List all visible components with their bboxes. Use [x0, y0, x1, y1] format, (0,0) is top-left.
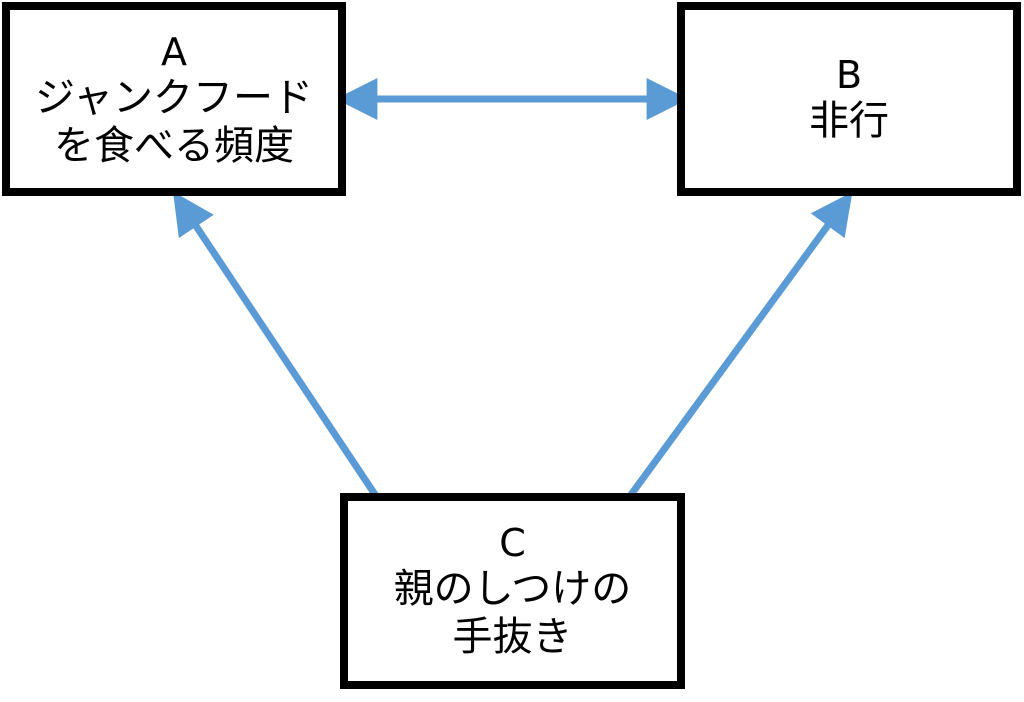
node-c-parenting-neglect: C 親のしつけの 手抜き: [340, 493, 685, 689]
node-b-delinquency: B 非行: [677, 2, 1021, 196]
node-b-line-1: 非行: [809, 98, 889, 144]
arrow-c-to-b: [627, 191, 853, 499]
node-a-line-2: を食べる頻度: [54, 123, 294, 169]
node-b-letter: B: [835, 53, 863, 97]
node-c-line-1: 親のしつけの: [393, 566, 632, 612]
node-c-line-2: 手抜き: [452, 614, 573, 660]
node-a-letter: A: [161, 30, 187, 74]
node-c-letter: C: [499, 521, 526, 565]
node-a-junk-food-frequency: A ジャンクフード を食べる頻度: [2, 2, 346, 196]
node-a-line-1: ジャンクフード: [35, 75, 313, 121]
arrow-c-to-a: [173, 191, 379, 498]
